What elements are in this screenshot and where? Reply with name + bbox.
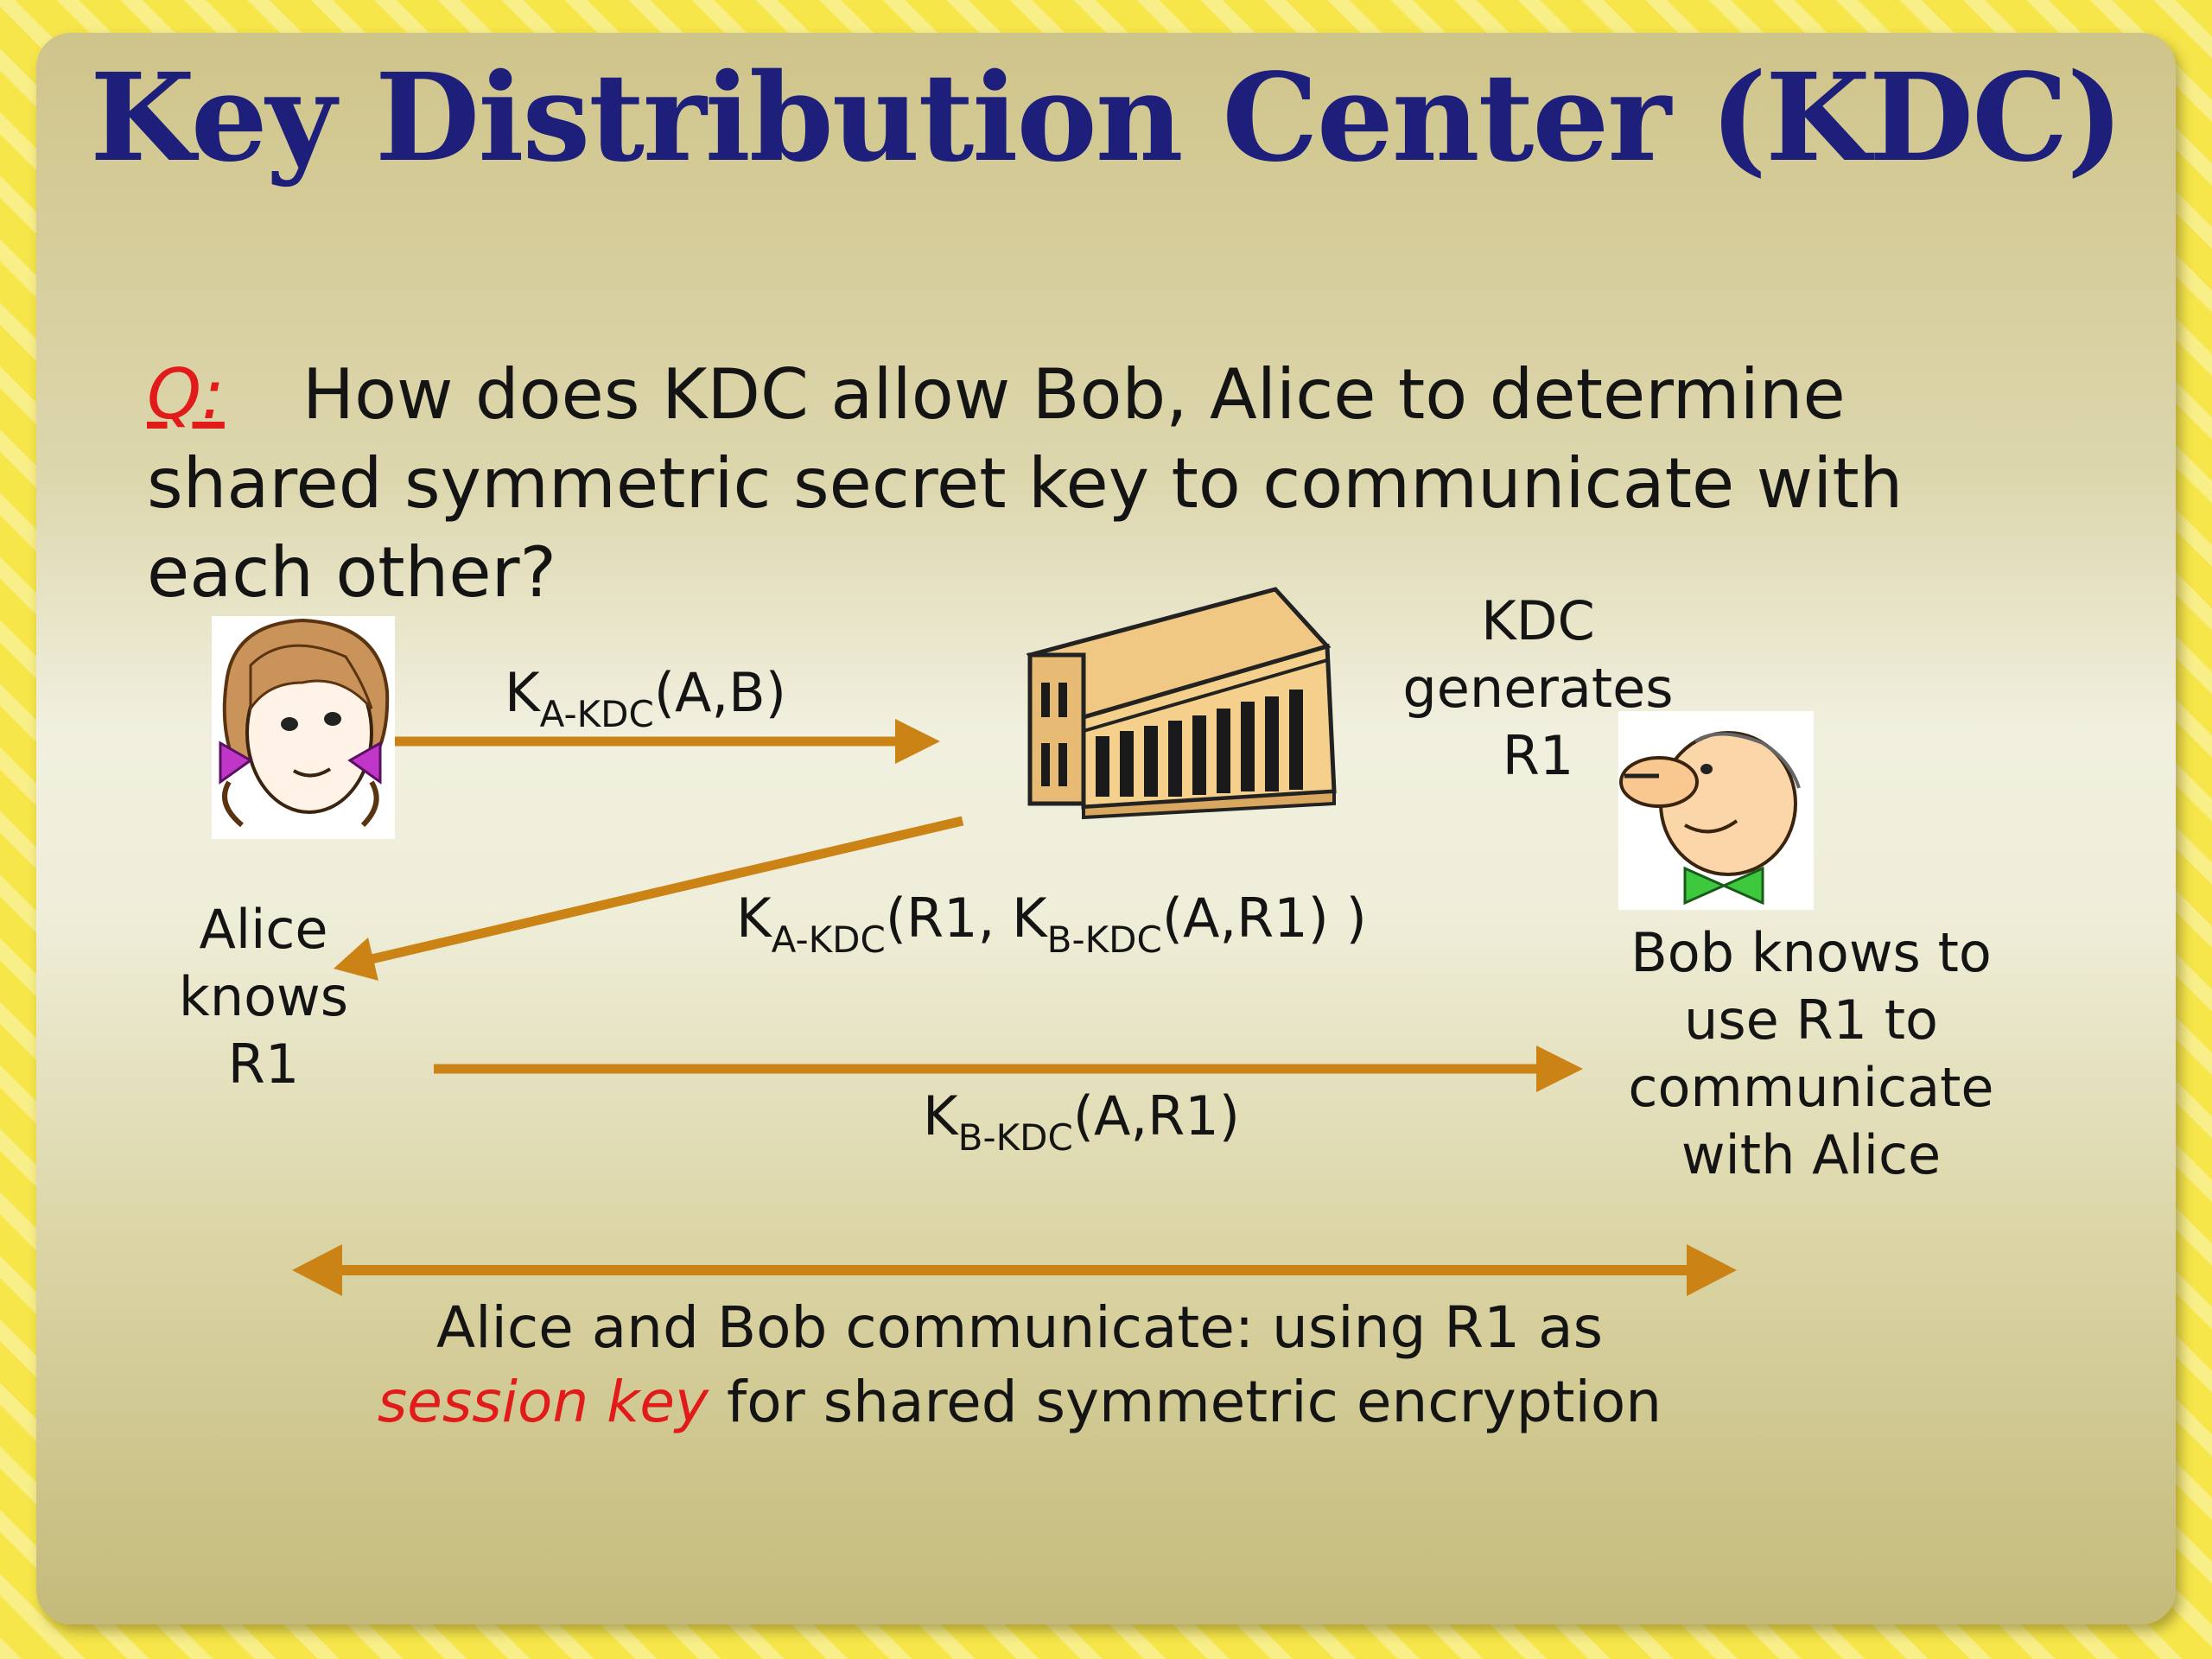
msg2-content-rest: (A,R1) ): [1161, 887, 1367, 950]
alice-note: Alice knows R1: [130, 896, 397, 1098]
kdc-note: KDC generates R1: [1382, 588, 1694, 790]
conclusion-line-1: Alice and Bob communicate: using R1 as: [436, 1294, 1603, 1361]
kdc-building-icon: [1026, 587, 1337, 820]
bob-note-line: with Alice: [1681, 1123, 1942, 1186]
msg2-key-a-subscript: A-KDC: [771, 918, 886, 961]
arrow-alice-to-kdc: [393, 719, 940, 764]
message-alice-to-kdc: KA-KDC(A,B): [505, 659, 786, 735]
question-line-1: How does KDC allow Bob, Alice to determi…: [302, 354, 1846, 435]
msg3-key: K: [923, 1084, 958, 1147]
bob-icon: [1618, 711, 1814, 910]
msg1-key-subscript: A-KDC: [539, 693, 654, 735]
message-alice-to-bob: KB-KDC(A,R1): [923, 1083, 1240, 1159]
page-title: Key Distribution Center (KDC): [90, 48, 2124, 189]
question-line-3: each other?: [147, 532, 556, 613]
arrow-kdc-to-alice: [334, 816, 964, 981]
bob-note: Bob knows to use R1 to communicate with …: [1586, 919, 2036, 1189]
alice-note-line: Alice: [199, 898, 328, 961]
msg1-content: (A,B): [653, 661, 786, 724]
msg2-content-r1: (R1, K: [885, 887, 1047, 950]
bob-note-line: use R1 to: [1684, 988, 1938, 1052]
alice-icon: [212, 616, 395, 839]
question-line-2: shared symmetric secret key to communica…: [147, 443, 1904, 524]
alice-note-line: R1: [227, 1033, 300, 1096]
conclusion-line-2-rest: for shared symmetric encryption: [709, 1369, 1662, 1435]
arrow-alice-bob-session: [292, 1244, 1737, 1296]
msg1-key: K: [505, 661, 540, 724]
msg3-content: (A,R1): [1072, 1084, 1240, 1147]
bob-note-line: Bob knows to: [1630, 921, 1992, 984]
question-text: Q: How does KDC allow Bob, Alice to deter…: [147, 350, 1903, 617]
message-kdc-to-alice: KA-KDC(R1, KB-KDC(A,R1) ): [736, 885, 1367, 961]
conclusion-text: Alice and Bob communicate: using R1 as s…: [259, 1291, 1780, 1440]
msg2-key-a: K: [736, 887, 772, 950]
kdc-note-line: R1: [1502, 724, 1574, 787]
msg3-key-subscript: B-KDC: [957, 1116, 1073, 1159]
kdc-note-line: generates: [1402, 657, 1674, 720]
session-key-highlight: session key: [377, 1369, 709, 1435]
arrow-alice-to-bob: [434, 1046, 1583, 1092]
bob-note-line: communicate: [1628, 1056, 1994, 1119]
msg2-key-b-subscript: B-KDC: [1046, 918, 1162, 961]
alice-note-line: knows: [178, 965, 349, 1028]
kdc-note-line: KDC: [1481, 589, 1595, 652]
conclusion-line-2: session key for shared symmetric encrypt…: [259, 1365, 1780, 1440]
question-label: Q:: [147, 354, 225, 435]
